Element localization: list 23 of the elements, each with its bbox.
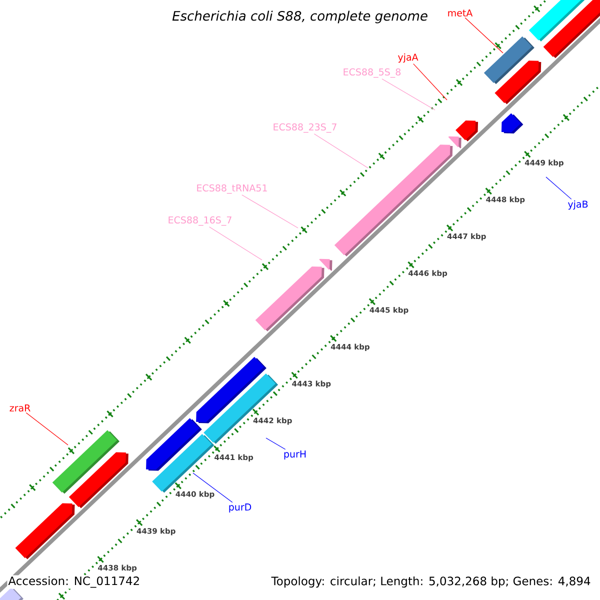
leader-line — [209, 226, 262, 260]
gene-label: ECS88_23S_7 — [274, 123, 336, 133]
leader-line — [382, 78, 436, 110]
accession-label: Accession: NC_011742 — [7, 575, 142, 589]
genome-summary: Topology: circular; Length: 5,032,268 bp; Genes: 4,894 — [270, 575, 592, 589]
title: Escherichia coli S88, complete genome — [172, 10, 428, 24]
gene-label: ECS88_16S_7 — [168, 216, 232, 226]
gene-label: ECS88_5S_8 — [344, 68, 401, 78]
gene-label: purH — [284, 450, 306, 460]
gene-label: zraR — [10, 404, 30, 412]
gene-label: yjaA — [398, 53, 418, 63]
leader-line — [413, 64, 448, 100]
leader-line — [266, 438, 286, 450]
gene-label: ECS88_tRNA51 — [197, 184, 267, 194]
leader-line — [464, 17, 504, 54]
leader-line — [314, 134, 368, 168]
leader-line — [192, 472, 233, 503]
gene-label: metA — [448, 9, 473, 17]
leader-line — [546, 176, 572, 200]
leader-line — [26, 412, 68, 446]
gene-label: purD — [229, 504, 252, 512]
leader-line — [242, 194, 298, 228]
gene-label: yjaB — [568, 200, 588, 210]
